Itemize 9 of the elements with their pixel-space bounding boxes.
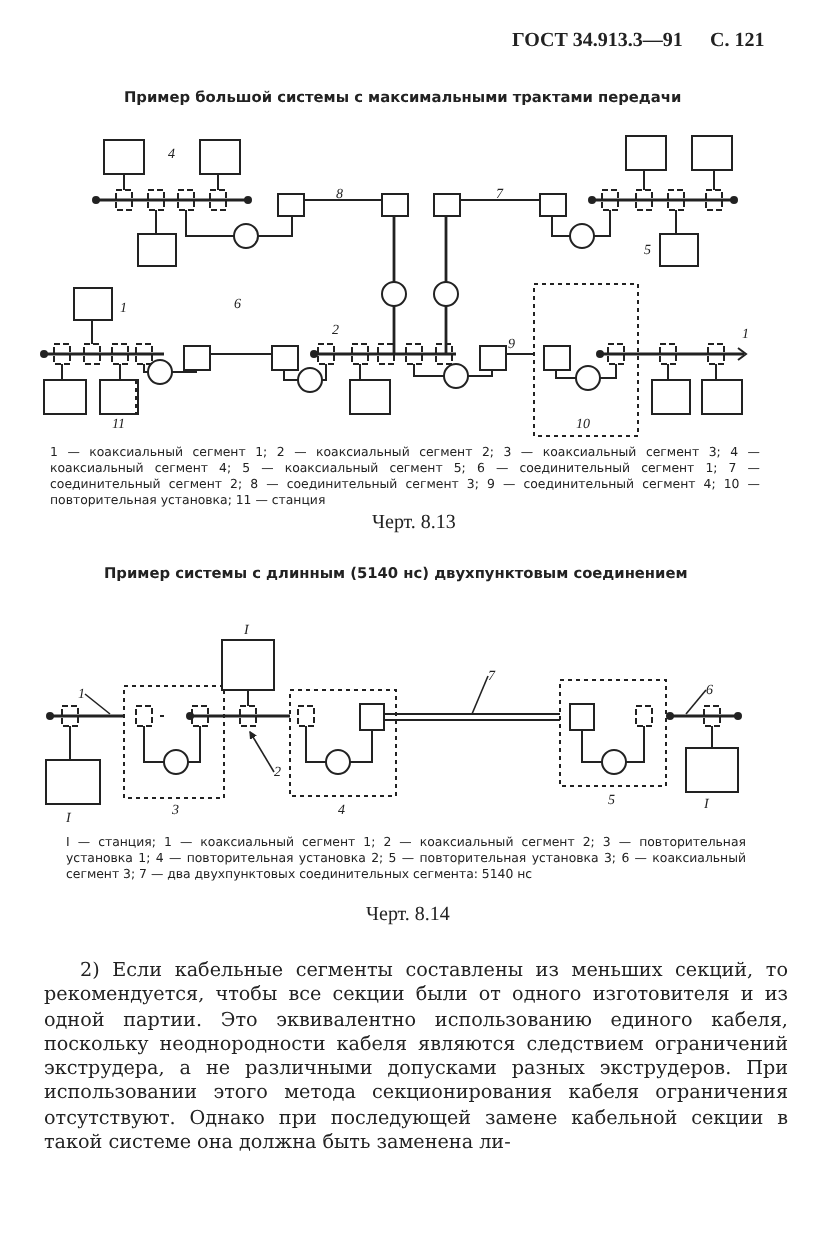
figure-caption: Черт. 8.13: [372, 512, 456, 534]
figure-caption: Черт. 8.14: [366, 904, 450, 926]
page-number: С. 121: [710, 30, 765, 52]
header-text: ГОСТ 34.913.3—91: [512, 30, 683, 52]
leader-line: [249, 730, 275, 773]
leader-line: [84, 693, 111, 715]
body-paragraph: 2) Если кабельные сегменты составлены из меньших секций, то рекомендуется, чтобы все секции были от одного изготовителя и из одной партии. Это эквивалентно использованию единого кабеля, поскольку неоднородности кабеля являются следствием ограничений экструдера, а не различными допусками разных экструдеров. При использовании этого метода секционирования кабеля ограничения отсутствуют. Однако при последующей замене кабельной секции в такой системе она должна быть заменена ли-: [44, 960, 788, 1157]
leader-line: [471, 675, 489, 715]
leader-line: [685, 689, 707, 715]
